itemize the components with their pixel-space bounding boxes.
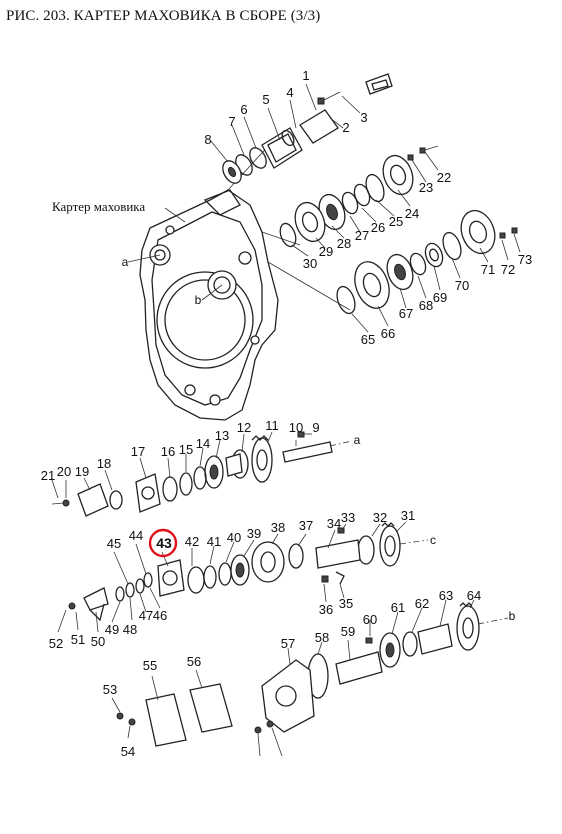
figure-title: РИС. 203. КАРТЕР МАХОВИКА В СБОРЕ (3/3) <box>6 8 321 24</box>
part-label-34: 34 <box>327 516 341 531</box>
bracket-line-3 <box>267 261 351 311</box>
part-label-10: 10 <box>289 420 303 435</box>
cover-plates <box>116 683 233 747</box>
part-label-44: 44 <box>129 528 143 543</box>
part-label-5: 5 <box>262 92 269 107</box>
part-label-17: 17 <box>131 444 145 459</box>
part-label-25: 25 <box>389 214 403 229</box>
part-label-7: 7 <box>228 114 235 129</box>
shaft-c-group <box>68 522 401 622</box>
part-label-31: 31 <box>401 508 415 523</box>
shaft-b-group <box>254 602 480 734</box>
part-label-48: 48 <box>123 622 137 637</box>
part-label-42: 42 <box>185 534 199 549</box>
ref-label-a-shaft: a <box>354 433 361 447</box>
part-label-70: 70 <box>455 278 469 293</box>
part-label-57: 57 <box>281 636 295 651</box>
ref-label-a-housing: a <box>122 255 129 269</box>
part-label-29: 29 <box>319 244 333 259</box>
part-label-65: 65 <box>361 332 375 347</box>
housing-leader <box>164 207 186 223</box>
part-label-68: 68 <box>419 298 433 313</box>
part-label-56: 56 <box>187 654 201 669</box>
ref-label-b-shaft: b <box>509 609 516 623</box>
part-label-73: 73 <box>518 252 532 267</box>
part-label-33: 33 <box>341 510 355 525</box>
part-label-14: 14 <box>196 436 210 451</box>
part-label-9: 9 <box>312 420 319 435</box>
part-label-40: 40 <box>227 530 241 545</box>
part-label-71: 71 <box>481 262 495 277</box>
part-label-61: 61 <box>391 600 405 615</box>
part-label-41: 41 <box>207 534 221 549</box>
part-label-46: 46 <box>153 608 167 623</box>
ref-a-leader <box>127 254 161 263</box>
part-label-6: 6 <box>240 102 247 117</box>
part-label-1: 1 <box>302 68 309 83</box>
ref-b-leader <box>201 284 223 301</box>
top-cover-group <box>222 73 393 184</box>
part-label-66: 66 <box>381 326 395 341</box>
part-label-37: 37 <box>299 518 313 533</box>
part-label-43: 43 <box>156 535 172 551</box>
part-label-18: 18 <box>97 456 111 471</box>
part-label-58: 58 <box>315 630 329 645</box>
part-label-16: 16 <box>161 444 175 459</box>
part-label-49: 49 <box>105 622 119 637</box>
part-number-labels: 1 2 3 4 5 6 7 8 9 10 11 12 13 14 15 16 1… <box>41 68 532 759</box>
part-label-23: 23 <box>419 180 433 195</box>
part-label-63: 63 <box>439 588 453 603</box>
part-label-3: 3 <box>360 110 367 125</box>
bracket-line-2 <box>261 231 301 246</box>
part-label-47: 47 <box>139 608 153 623</box>
part-label-2: 2 <box>342 120 349 135</box>
flywheel-housing-label: Картер маховика <box>52 199 146 214</box>
part-label-24: 24 <box>405 206 419 221</box>
part-label-27: 27 <box>355 228 369 243</box>
part-label-13: 13 <box>215 428 229 443</box>
part-label-38: 38 <box>271 520 285 535</box>
ref-label-c-shaft: c <box>430 533 436 547</box>
part-label-12: 12 <box>237 420 251 435</box>
middle-right-bearing-group <box>336 209 518 315</box>
part-label-22: 22 <box>437 170 451 185</box>
part-label-60: 60 <box>363 612 377 627</box>
part-label-52: 52 <box>49 636 63 651</box>
part-label-51: 51 <box>71 632 85 647</box>
part-label-50: 50 <box>91 634 105 649</box>
part-label-59: 59 <box>341 624 355 639</box>
part-label-36: 36 <box>319 602 333 617</box>
part-label-26: 26 <box>371 220 385 235</box>
part-label-35: 35 <box>339 596 353 611</box>
part-label-19: 19 <box>75 464 89 479</box>
part-label-62: 62 <box>415 596 429 611</box>
part-label-4: 4 <box>286 85 293 100</box>
part-label-20: 20 <box>57 464 71 479</box>
shaft-a-group <box>51 431 333 517</box>
part-label-72: 72 <box>501 262 515 277</box>
part-label-32: 32 <box>373 510 387 525</box>
part-label-69: 69 <box>433 290 447 305</box>
part-label-45: 45 <box>107 536 121 551</box>
part-label-55: 55 <box>143 658 157 673</box>
part-label-53: 53 <box>103 682 117 697</box>
part-label-39: 39 <box>247 526 261 541</box>
part-label-30: 30 <box>303 256 317 271</box>
part-label-8: 8 <box>204 132 211 147</box>
part-label-54: 54 <box>121 744 135 759</box>
part-label-15: 15 <box>179 442 193 457</box>
ref-label-b-housing: b <box>195 293 202 307</box>
part-label-67: 67 <box>399 306 413 321</box>
highlight-circle-part-43 <box>148 528 178 558</box>
upper-right-bearing-group <box>279 145 439 248</box>
part-label-28: 28 <box>337 236 351 251</box>
flywheel-housing <box>139 189 279 421</box>
part-label-11: 11 <box>265 418 279 433</box>
part-label-21: 21 <box>41 468 55 483</box>
part-label-64: 64 <box>467 588 481 603</box>
